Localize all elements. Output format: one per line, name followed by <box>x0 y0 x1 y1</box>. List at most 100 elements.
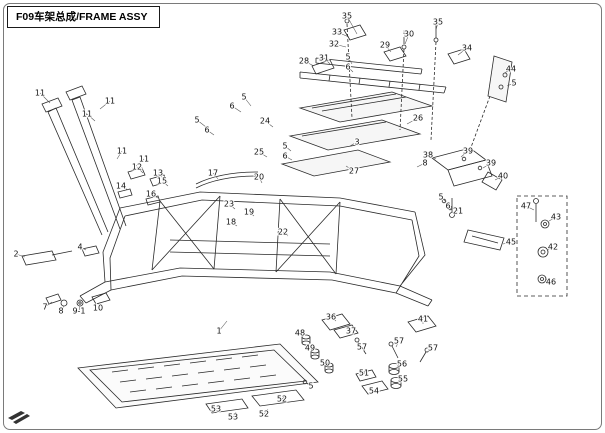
leader-line-11 <box>39 92 51 104</box>
leader-line-55 <box>398 378 404 381</box>
leader-line-4 <box>79 246 87 251</box>
leader-line-38 <box>427 154 437 160</box>
callout-11: 11 <box>117 147 127 156</box>
callout-8: 8 <box>422 159 427 168</box>
callout-29: 29 <box>380 41 390 50</box>
leader-line-21 <box>452 206 459 212</box>
leader-line-19 <box>248 211 255 217</box>
leader-line-52 <box>263 408 269 415</box>
callout-3: 3 <box>354 138 359 147</box>
leader-line-56 <box>397 363 403 368</box>
leader-line-31 <box>323 57 331 65</box>
leader-line-49 <box>309 347 314 352</box>
leader-line-8 <box>416 162 426 168</box>
leader-line-5 <box>243 96 252 107</box>
callout-53: 53 <box>211 405 221 414</box>
front-small-parts <box>21 245 111 307</box>
callout-4: 4 <box>77 243 82 252</box>
leader-line-57 <box>395 340 400 348</box>
leader-line-48 <box>299 332 305 337</box>
callout-33: 33 <box>332 28 342 37</box>
leader-line-5 <box>506 82 515 87</box>
leader-line-44 <box>502 68 512 75</box>
callout-5: 5 <box>241 93 246 102</box>
leader-line-40 <box>494 175 504 181</box>
leader-line-35 <box>346 15 358 35</box>
leader-lines <box>15 15 557 418</box>
leader-line-53 <box>232 411 237 418</box>
callout-30: 30 <box>404 30 414 39</box>
callout-24: 24 <box>260 117 270 126</box>
callout-42: 42 <box>548 243 558 252</box>
leader-line-25 <box>258 151 268 158</box>
callout-2: 2 <box>13 250 18 259</box>
leader-line-6 <box>231 105 242 113</box>
callout-38: 38 <box>423 151 433 160</box>
callout-9-1: 9-1 <box>72 307 85 316</box>
leader-line-57 <box>361 346 366 352</box>
callout-11: 11 <box>105 97 115 106</box>
callout-6: 6 <box>282 152 287 161</box>
leader-line-46 <box>544 278 552 283</box>
leader-line-6 <box>347 66 354 73</box>
page-title: F09车架总成/FRAME ASSY <box>16 11 148 23</box>
leader-line-11 <box>135 158 145 167</box>
callout-6: 6 <box>229 102 234 111</box>
callout-22: 22 <box>278 228 288 237</box>
leader-line-3 <box>349 141 358 147</box>
leader-line-11 <box>116 150 123 160</box>
callout-21: 21 <box>453 207 463 216</box>
callout-39: 39 <box>463 147 473 156</box>
leader-line-11 <box>86 113 96 122</box>
callout-17: 17 <box>208 169 218 178</box>
leader-line-51 <box>363 372 366 376</box>
leader-line-47 <box>525 205 535 211</box>
leader-line-53 <box>215 405 222 410</box>
callout-44: 44 <box>506 65 516 74</box>
leader-line-34 <box>457 47 468 56</box>
callout-12: 12 <box>132 163 142 172</box>
callout-47: 47 <box>521 202 531 211</box>
callout-18: 18 <box>226 218 236 227</box>
leader-line-17 <box>212 172 219 180</box>
callout-55: 55 <box>398 375 408 384</box>
callout-50: 50 <box>320 359 330 368</box>
callout-28: 28 <box>299 57 309 66</box>
callout-27: 27 <box>349 167 359 176</box>
side-strip <box>487 55 513 103</box>
leader-line-22 <box>282 231 289 237</box>
callout-34: 34 <box>462 44 472 53</box>
front-tubes <box>41 85 259 236</box>
callout-56: 56 <box>397 360 407 369</box>
leader-line-5 <box>284 145 292 152</box>
leader-line-27 <box>345 165 355 172</box>
leader-line-2 <box>15 253 26 258</box>
leader-line-42 <box>546 246 554 251</box>
leader-line-35 <box>435 21 439 31</box>
callout-5: 5 <box>511 79 516 88</box>
callout-39: 39 <box>486 159 496 168</box>
leader-line-54 <box>373 387 377 392</box>
leader-line-1 <box>218 320 228 332</box>
leader-line-20 <box>258 176 263 184</box>
leader-line-5 <box>347 56 353 65</box>
exploded-frame-drawing <box>21 18 568 414</box>
callout-8: 8 <box>58 307 63 316</box>
callout-14: 14 <box>116 182 126 191</box>
leader-line-9-1 <box>78 305 81 312</box>
callout-43: 43 <box>551 213 561 222</box>
leader-line-24 <box>264 120 274 128</box>
callout-15: 15 <box>157 177 167 186</box>
callout-7: 7 <box>42 303 47 312</box>
engine-mounts <box>301 313 437 395</box>
leader-line-10 <box>97 302 100 309</box>
callout-5: 5 <box>194 116 199 125</box>
callout-6: 6 <box>345 63 350 72</box>
upper-brackets <box>311 18 491 151</box>
leader-line-50 <box>324 362 329 366</box>
callout-5: 5 <box>438 193 443 202</box>
leader-line-37 <box>348 326 352 332</box>
leader-line-28 <box>303 60 315 67</box>
callout-49: 49 <box>305 344 315 353</box>
